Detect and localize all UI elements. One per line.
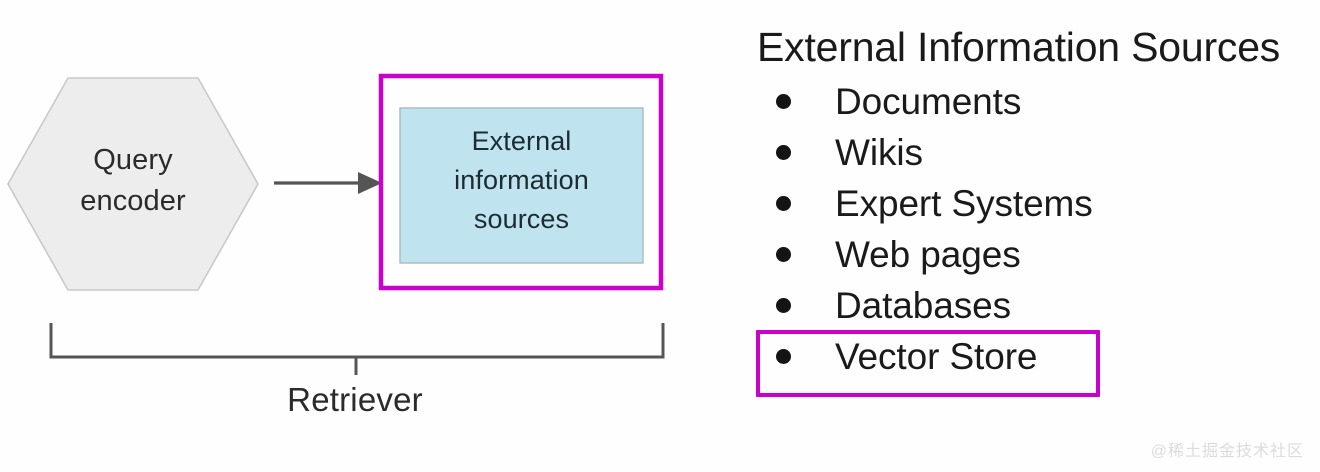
bullet-icon [776, 94, 791, 109]
external-sources-box-label: External information sources [400, 122, 643, 239]
arrow-right-head [358, 172, 382, 194]
list-item-label: Wikis [835, 131, 923, 173]
panel-title: External Information Sources [757, 24, 1281, 70]
bullet-icon [776, 349, 791, 364]
bullet-icon [776, 247, 791, 262]
external-sources-highlight-box [378, 73, 664, 291]
external-sources-box [399, 107, 644, 264]
list-item-label: Databases [835, 284, 1011, 326]
list-item-label: Documents [835, 80, 1022, 122]
external-sources-label-line2: information [454, 164, 589, 195]
query-encoder-label: Query encoder [8, 140, 258, 222]
bullet-icon [776, 145, 791, 160]
rag-retriever-diagram [7, 73, 665, 375]
query-encoder-label-line1: Query [93, 144, 173, 176]
list-item-label: Web pages [835, 233, 1021, 275]
bullet-icon [776, 196, 791, 211]
retriever-label: Retriever [287, 381, 423, 418]
query-encoder-label-line2: encoder [80, 185, 186, 218]
list-item-label: Expert Systems [835, 182, 1093, 224]
list-item-label: Vector Store [835, 335, 1038, 377]
watermark: @稀土掘金技术社区 [1150, 443, 1304, 460]
bullet-icon [776, 298, 791, 313]
external-sources-label-line3: sources [473, 203, 570, 234]
retriever-bracket [49, 323, 665, 359]
external-sources-label-line1: External [471, 126, 572, 156]
query-encoder-hexagon [7, 77, 259, 291]
